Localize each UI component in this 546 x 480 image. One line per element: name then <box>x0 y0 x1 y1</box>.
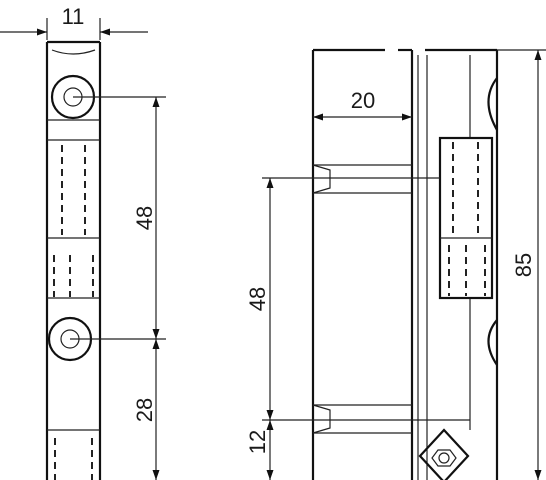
hex-socket-center <box>438 452 450 464</box>
side-lower-screw-tip <box>312 404 331 434</box>
side-lower-notch <box>487 319 498 366</box>
side-upper-notch <box>487 77 498 131</box>
dim-label-total-height-85: 85 <box>511 253 536 277</box>
dim-label-width-11: 11 <box>62 4 85 29</box>
side-knuckle-block <box>438 136 494 300</box>
side-upper-screw-tip <box>312 164 331 194</box>
side-upper-screw-shank <box>313 164 412 194</box>
front-view: 11 48 28 <box>0 4 166 480</box>
dim-label-bottom-offset-front: 28 <box>132 398 157 422</box>
hex-bolt-head <box>418 428 470 480</box>
dim-label-bottom-offset-side: 12 <box>245 430 270 454</box>
hex-socket <box>431 449 457 467</box>
dim-label-depth-20: 20 <box>351 88 375 113</box>
side-view: 20 48 12 85 <box>245 48 546 480</box>
side-lower-screw-shank <box>313 404 412 434</box>
dim-label-hole-spacing-front: 48 <box>132 206 157 230</box>
front-top-curve <box>51 49 96 55</box>
dim-label-hole-spacing-side: 48 <box>245 287 270 311</box>
